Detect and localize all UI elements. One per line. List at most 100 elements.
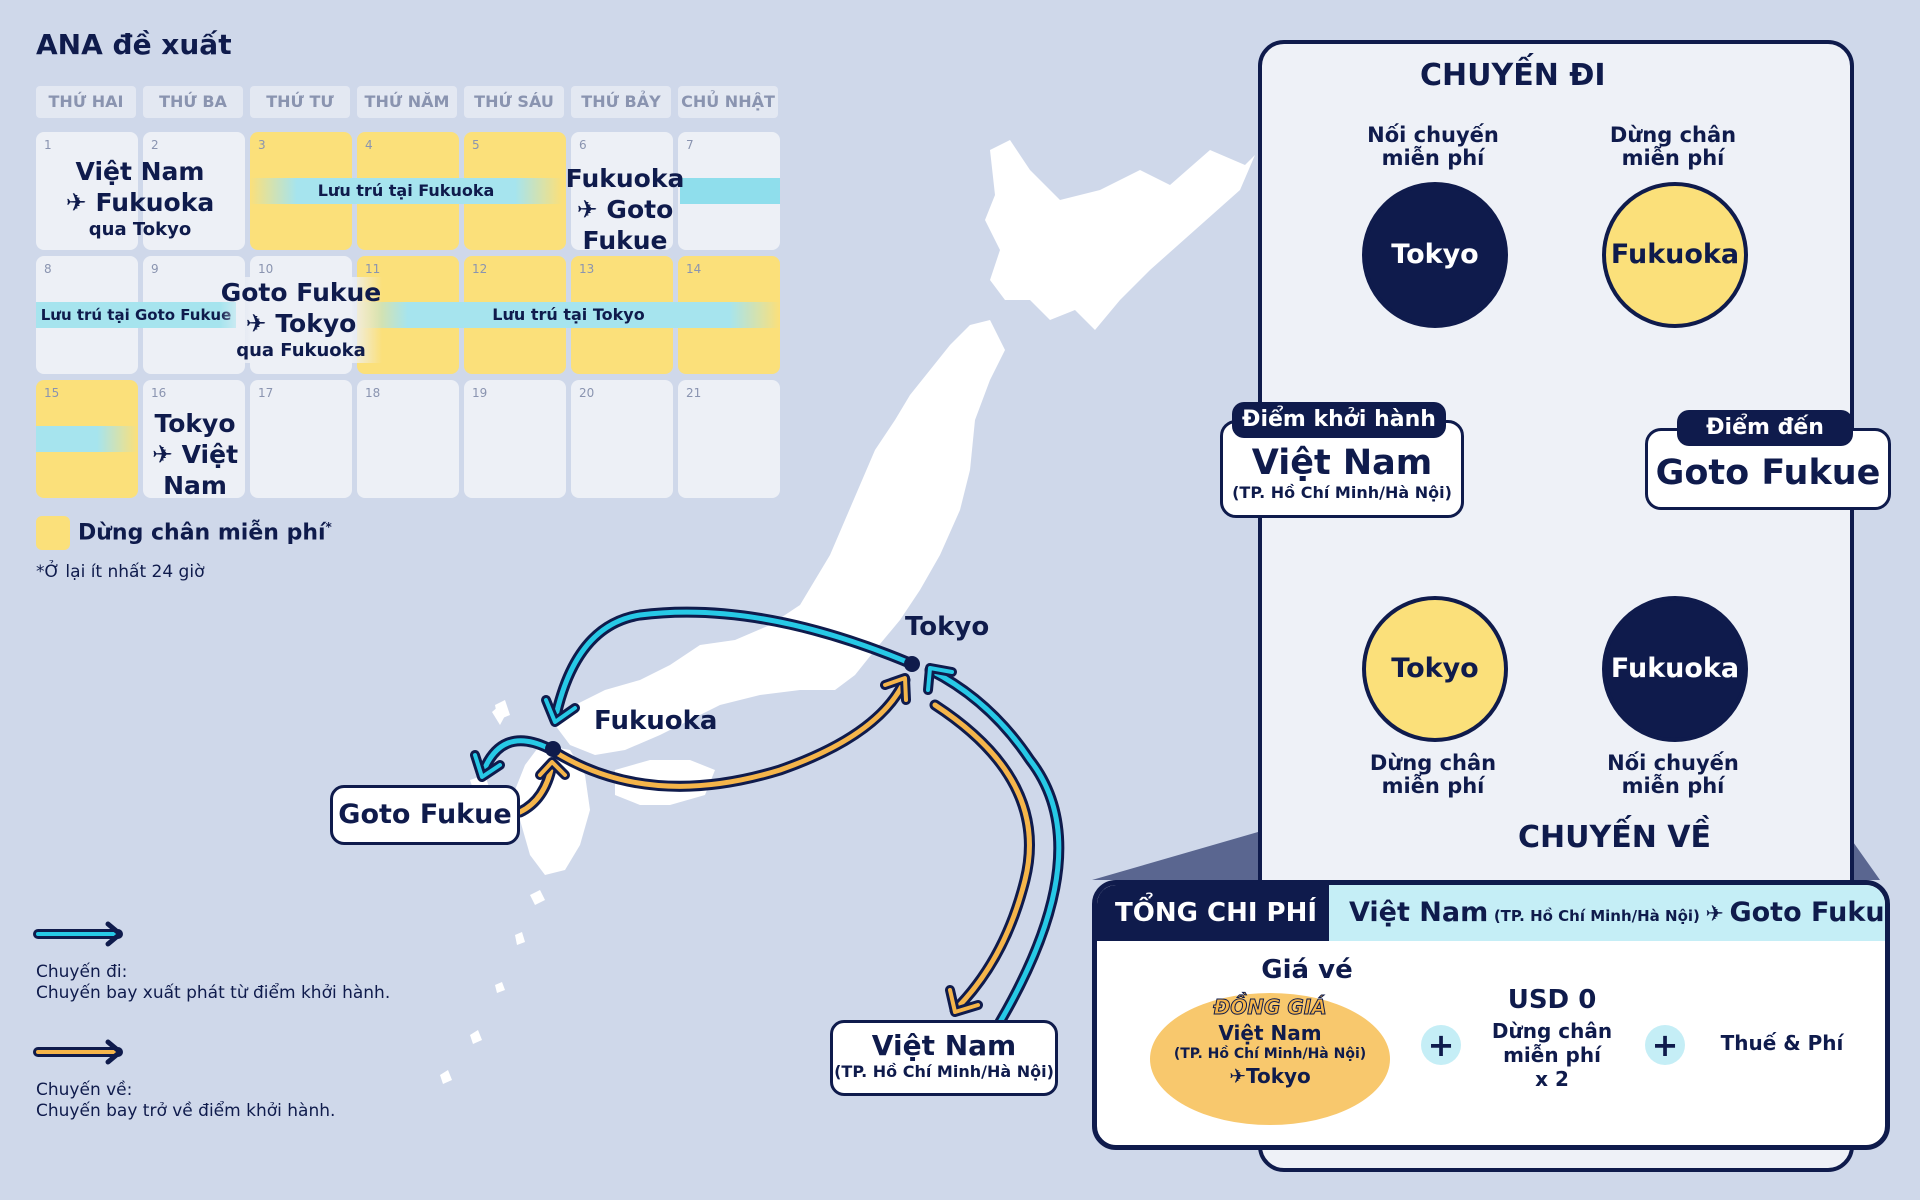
weekday-wed: THỨ TƯ [250,86,350,118]
caption-free-transfer-bottom: Nối chuyến miễn phí [1607,751,1739,798]
calendar-route-vn-fukuoka: Việt Nam ✈ Fukuoka qua Tokyo [60,156,220,242]
route-destination-label: Goto Fukue [582,195,674,255]
stopover-swatch [36,516,70,550]
stay-bar-goto-start [680,178,780,204]
plane-icon: ✈ [65,188,87,217]
day-cell: 21 [678,380,780,498]
total-cost-route: Việt Nam (TP. Hồ Chí Minh/Hà Nội) ✈ Goto… [1329,885,1885,941]
total-cost-box: TỔNG CHI PHÍ Việt Nam (TP. Hồ Chí Minh/H… [1092,880,1890,1150]
map-vietnam-sub: (TP. Hồ Chí Minh/Hà Nội) [834,1062,1054,1081]
day-number: 7 [686,138,694,152]
route-via: qua Tokyo [88,219,192,240]
stopover-count: x 2 [1535,1067,1569,1091]
plane-icon: ✈ [1705,902,1724,927]
day-number: 3 [258,138,266,152]
day-number: 4 [365,138,373,152]
stopover-footnote: *Ở lại ít nhất 24 giờ [36,562,205,582]
weekday-thu: THỨ NĂM [357,86,457,118]
route-destination: ✈ Goto Fukue [535,194,715,256]
destination-name: Goto Fukue [1655,453,1881,493]
day-number: 16 [151,386,167,400]
day-cell: 20 [571,380,673,498]
flat-fare-to: Tokyo [1245,1064,1311,1088]
plane-icon: ✈ [1229,1064,1246,1088]
map-label-vietnam: Việt Nam (TP. Hồ Chí Minh/Hà Nội) [830,1020,1058,1096]
legend-return: Chuyến về: Chuyến bay trở về điểm khởi h… [36,1080,335,1122]
route-destination-label: Fukuoka [95,188,215,217]
outbound-header: CHUYẾN ĐI [1420,58,1606,93]
route-destination: ✈ Việt Nam [125,439,265,501]
stay-bar-fukuoka: Lưu trú tại Fukuoka [250,178,562,204]
weekday-fri: THỨ SÁU [464,86,564,118]
weekday-mon: THỨ HAI [36,86,136,118]
plane-icon: ✈ [576,195,598,224]
day-number: 8 [44,262,52,276]
total-cost-header: TỔNG CHI PHÍ [1097,885,1331,941]
japan-landmass [440,140,1255,1084]
calendar-route-goto-tokyo: Goto Fukue ✈ Tokyo qua Fukuoka [220,277,382,363]
tax-label: Thuế & Phí [1720,1031,1844,1055]
day-number: 5 [472,138,480,152]
stopover-price-label: Dừng chân miễn phí [1491,1019,1613,1067]
day-cell: 2 [143,132,245,250]
day-number: 9 [151,262,159,276]
return-header: CHUYẾN VỀ [1518,820,1711,855]
flat-fare-from: Việt Nam [1218,1021,1322,1045]
day-cell: 6 [571,132,673,250]
node-fukuoka-outbound: Fukuoka [1602,182,1748,328]
stopover-price: USD 0 [1507,985,1597,1015]
flat-fare-route: Việt Nam (TP. Hồ Chí Minh/Hà Nội) ✈Tokyo [1154,1021,1386,1089]
destination-tag: Điểm đến [1677,410,1853,446]
calendar-route-fukuoka-goto: Fukuoka ✈ Goto Fukue [535,163,715,256]
flat-fare-badge [1154,997,1386,1121]
day-number: 20 [579,386,595,400]
day-number: 2 [151,138,159,152]
stay-bar-tokyo: Lưu trú tại Tokyo [357,302,780,328]
caption-free-stopover-bottom: Dừng chân miễn phí [1369,751,1497,798]
cost-route-to: Goto Fukue [1729,897,1890,928]
flat-fare-from-sub: (TP. Hồ Chí Minh/Hà Nội) [1173,1046,1367,1062]
departure-tag: Điểm khởi hành [1232,402,1446,438]
weekday-tue: THỨ BA [143,86,243,118]
legend-arrows [33,921,123,1065]
tokyo-dot [904,656,920,672]
cost-route-line: Việt Nam (TP. Hồ Chí Minh/Hà Nội) ✈ Goto… [1349,885,1890,941]
stay-bar-goto: Lưu trú tại Goto Fukue [36,302,236,328]
day-number: 1 [44,138,52,152]
cost-route-from-sub: (TP. Hồ Chí Minh/Hà Nội) [1493,907,1700,925]
day-number: 15 [44,386,60,400]
stopover-legend-label: Dừng chân miễn phí [78,520,326,546]
map-label-goto-fukue: Goto Fukue [330,785,520,845]
route-destination: ✈ Fukuoka [60,187,220,218]
legend-outbound-title: Chuyến đi: [36,962,128,982]
stopover-cost: USD 0 Dừng chân miễn phí x 2 [1487,981,1617,1091]
day-cell: 19 [464,380,566,498]
node-fukuoka-return: Fukuoka [1602,596,1748,742]
day-number: 19 [472,386,488,400]
flat-fare-to-line: ✈Tokyo [1154,1063,1386,1089]
calendar-route-tokyo-vn: Tokyo ✈ Việt Nam [125,408,265,501]
plus-icon: + [1645,1025,1685,1065]
day-number: 18 [365,386,381,400]
fukuoka-dot [545,741,561,757]
legend-return-title: Chuyến về: [36,1080,133,1100]
map-label-fukuoka: Fukuoka [594,706,718,736]
node-tokyo-return: Tokyo [1362,596,1508,742]
day-cell: 16 [143,380,245,498]
day-number: 6 [579,138,587,152]
map-vietnam-name: Việt Nam [871,1029,1017,1062]
caption-free-stopover-top: Dừng chân miễn phí [1609,123,1737,170]
node-tokyo-outbound: Tokyo [1362,182,1508,328]
day-number: 11 [365,262,381,276]
weekday-sat: THỨ BẢY [571,86,671,118]
plane-icon: ✈ [151,440,173,469]
stopover-legend: Dừng chân miễn phí* [78,520,332,545]
route-destination-label: Tokyo [275,309,357,338]
legend-outbound-desc: Chuyến bay xuất phát từ điểm khởi hành. [36,983,391,1003]
departure-name: Việt Nam [1251,443,1433,483]
route-destination-label: Việt Nam [163,440,239,500]
page-title: ANA đề xuất [36,28,232,61]
weekday-sun: CHỦ NHẬT [678,86,778,118]
plane-icon: ✈ [245,309,267,338]
cost-route-from: Việt Nam [1349,897,1489,928]
